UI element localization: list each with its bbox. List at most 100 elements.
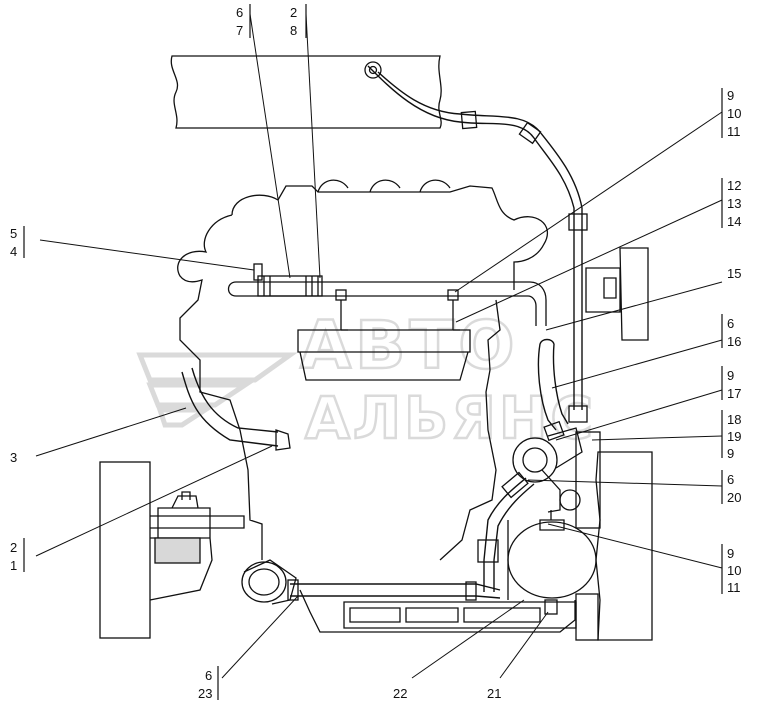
top-panel [170,55,442,129]
label-8: 8 [290,23,297,38]
label-23: 23 [198,686,212,701]
hose-clamp-top-inner [368,65,378,75]
callout-9-17: 9 17 [727,368,741,401]
label-1: 1 [10,558,17,573]
left-engine-mount [149,491,245,601]
label-6: 6 [727,316,734,331]
heater-valve-cap [253,263,263,281]
pipe-clip-stems [340,300,460,331]
lower-tank-bracket [507,510,565,600]
right-frame-rail [595,451,653,641]
hose-coupling-c [568,213,588,231]
label-22: 22 [393,686,407,701]
callout-12-13-14: 12 13 14 [727,178,741,229]
callout-labels: 6 7 2 8 5 4 9 10 11 12 13 14 15 6 16 3 [10,5,741,701]
watermark-line2: АЛЬЯНС [305,384,596,452]
expansion-tank [585,247,649,341]
bottom-pipe-end-inner [248,568,280,596]
label-19: 19 [727,429,741,444]
bottom-pipe-end [241,561,287,603]
label-11: 11 [727,124,741,139]
callout-5-4: 5 4 [10,226,17,259]
heater-pipe [227,281,547,326]
bottom-pipe-clamp-left [287,579,299,601]
label-11: 11 [727,580,741,595]
water-pump [512,437,558,483]
bottom-pipe-end-body [243,559,297,605]
label-4: 4 [10,244,17,259]
engine-oilpan [299,589,576,633]
label-10: 10 [727,563,741,578]
callout-3: 3 [10,450,17,465]
label-16: 16 [727,334,741,349]
hose-3-end-fitting [275,429,291,451]
label-10: 10 [727,106,741,121]
hose-3 [181,367,279,447]
label-20: 20 [727,490,741,505]
watermark-line1: АВТО [300,307,519,384]
hose-coupling-d [568,405,588,423]
callout-2-8: 2 8 [290,5,297,38]
label-12: 12 [727,178,741,193]
right-mount-bracket [575,593,599,641]
right-mount-plate [575,431,601,529]
hose-coupling-a [460,110,478,130]
leader-lines [35,13,723,679]
engine-block-outline [177,185,549,561]
hose-16 [537,338,569,431]
callout-18-19-9: 18 19 9 [727,412,741,461]
pipe-clip-1 [335,289,347,301]
label-6: 6 [205,668,212,683]
label-13: 13 [727,196,741,211]
label-7: 7 [236,23,243,38]
hose-coupling-b [518,121,542,145]
bottom-pipe-clamp-right [465,581,477,601]
lower-tank [507,521,597,599]
hose-20 [483,477,535,592]
callout-6-20: 6 20 [727,472,741,505]
callout-6-16: 6 16 [727,316,741,349]
label-6: 6 [236,5,243,20]
label-6: 6 [727,472,734,487]
hose-22-clamp [477,539,499,563]
hose-clamp-top [364,61,382,79]
label-17: 17 [727,386,741,401]
label-14: 14 [727,214,741,229]
label-5: 5 [10,226,17,241]
bottom-pipe-23 [290,583,501,599]
label-9: 9 [727,446,734,461]
callout-9-10-11-upper: 9 10 11 [727,88,741,139]
left-mount-block [154,537,201,564]
left-frame-rail [99,461,151,639]
water-pump-inner [522,447,548,473]
engine-valve-cover [297,329,471,381]
label-2: 2 [290,5,297,20]
callout-bars [23,4,723,700]
engine-drawing [99,55,653,641]
bottom-crossmember [343,601,577,629]
label-9: 9 [727,368,734,383]
callout-6-23: 6 23 [198,668,212,701]
callout-15: 15 [727,266,741,281]
callout-6-7: 6 7 [236,5,243,38]
callout-9-10-11-lower: 9 10 11 [727,546,741,595]
upper-coolant-hose [367,65,583,410]
label-3: 3 [10,450,17,465]
pump-small-pulley [559,489,581,511]
callout-21: 21 [487,686,501,701]
heater-valve-ribs [263,276,319,296]
label-9: 9 [727,546,734,561]
label-21: 21 [487,686,501,701]
hose-20-clamp [501,471,529,499]
callout-2-1: 2 1 [10,540,17,573]
watermark-logo [136,352,298,428]
engine-head-bumps [317,179,451,193]
callout-22: 22 [393,686,407,701]
label-15: 15 [727,266,741,281]
label-2: 2 [10,540,17,555]
pump-flange [543,420,565,442]
label-18: 18 [727,412,741,427]
crossmember-clamp [544,599,558,615]
